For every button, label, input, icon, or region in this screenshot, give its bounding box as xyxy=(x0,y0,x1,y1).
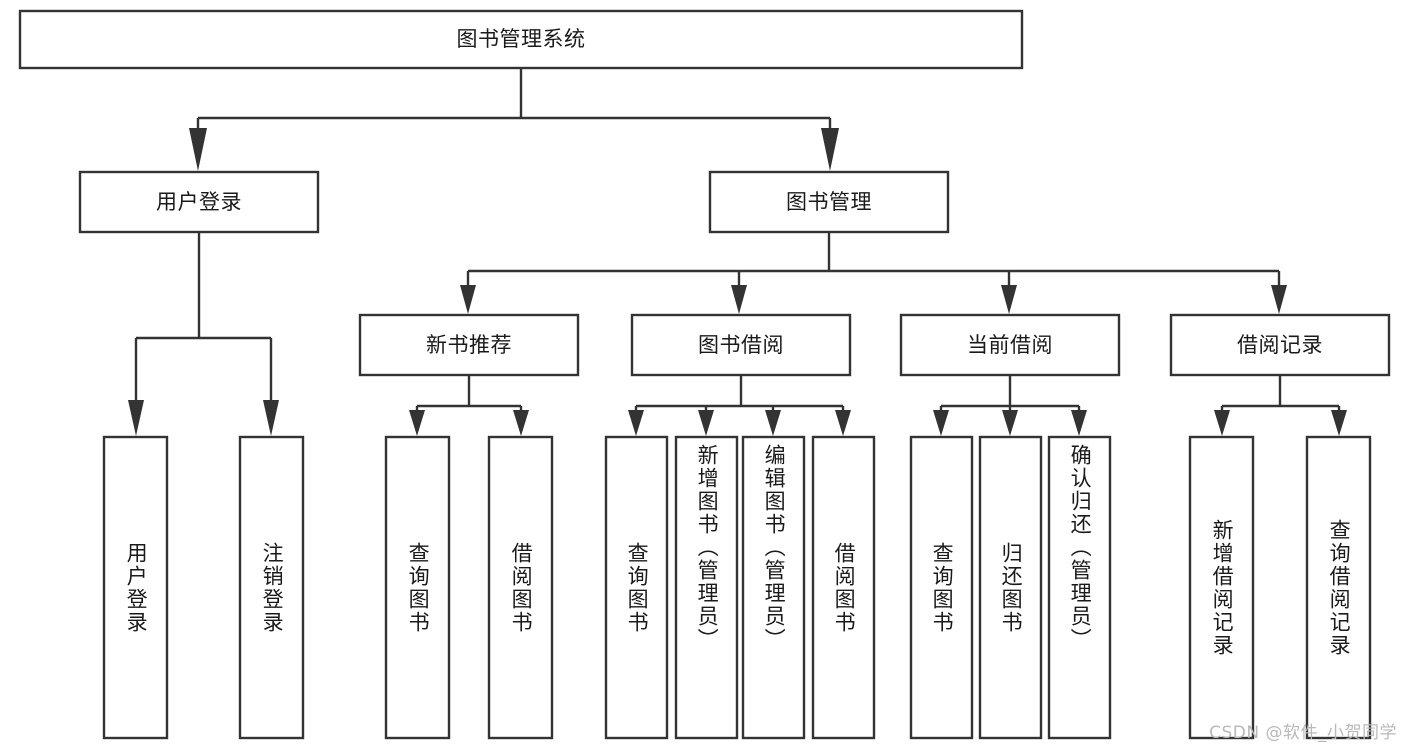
node-current-borrow-box[interactable] xyxy=(899,313,1121,377)
node-leaf-cb-return-book-box[interactable] xyxy=(978,435,1043,740)
arrow-icon-cb-child-3 xyxy=(1071,410,1087,436)
arrow-icon-nbr-child-1 xyxy=(409,410,425,436)
arrow-icon-cb-child-1 xyxy=(933,410,949,436)
node-root-box[interactable] xyxy=(18,9,1024,70)
node-leaf-bb-add-book-box[interactable] xyxy=(674,435,739,740)
node-leaf-bb-edit-book-box[interactable] xyxy=(741,435,806,740)
arrow-icon-bb-child-1 xyxy=(628,410,644,436)
node-leaf-logout-box[interactable] xyxy=(238,435,305,740)
node-leaf-bb-query-book-box[interactable] xyxy=(604,435,669,740)
arrow-icon-to-borrow-record xyxy=(1271,285,1287,314)
node-borrow-record-box[interactable] xyxy=(1169,313,1391,377)
arrow-icon-to-leaf-user-login xyxy=(128,400,144,436)
node-leaf-nbr-borrow-book-box[interactable] xyxy=(487,435,554,740)
node-leaf-br-add-record-box[interactable] xyxy=(1188,435,1255,740)
arrow-icon-cb-child-2 xyxy=(1002,410,1018,436)
node-book-borrow-box[interactable] xyxy=(630,313,852,377)
arrow-icon-br-child-1 xyxy=(1214,410,1230,436)
node-new-book-recommend-box[interactable] xyxy=(358,313,580,377)
arrow-icon-bb-child-2 xyxy=(698,410,714,436)
arrow-icon-to-book-borrow xyxy=(731,285,747,314)
arrow-icon-to-new-book-recommend xyxy=(460,285,476,314)
arrow-icon-to-current-borrow xyxy=(1001,285,1017,314)
node-user-login-box[interactable] xyxy=(78,170,320,234)
arrow-icon-bb-child-4 xyxy=(835,410,851,436)
node-leaf-br-query-record-box[interactable] xyxy=(1305,435,1372,740)
arrow-icon-nbr-child-2 xyxy=(513,410,529,436)
arrow-icon-bb-child-3 xyxy=(765,410,781,436)
node-leaf-nbr-query-book-box[interactable] xyxy=(384,435,451,740)
node-leaf-cb-query-book-box[interactable] xyxy=(909,435,974,740)
watermark-text: CSDN @软件_小贺同学 xyxy=(1209,723,1397,743)
arrow-icon-to-book-manage xyxy=(821,128,839,171)
arrow-icon-to-leaf-logout xyxy=(263,400,279,436)
node-leaf-user-login-box[interactable] xyxy=(102,435,169,740)
arrow-icon-br-child-2 xyxy=(1331,410,1347,436)
arrow-icon-to-user-login xyxy=(189,128,207,171)
node-leaf-cb-confirm-return-box[interactable] xyxy=(1047,435,1112,740)
node-book-manage-box[interactable] xyxy=(708,170,950,234)
node-leaf-bb-borrow-book-box[interactable] xyxy=(811,435,876,740)
